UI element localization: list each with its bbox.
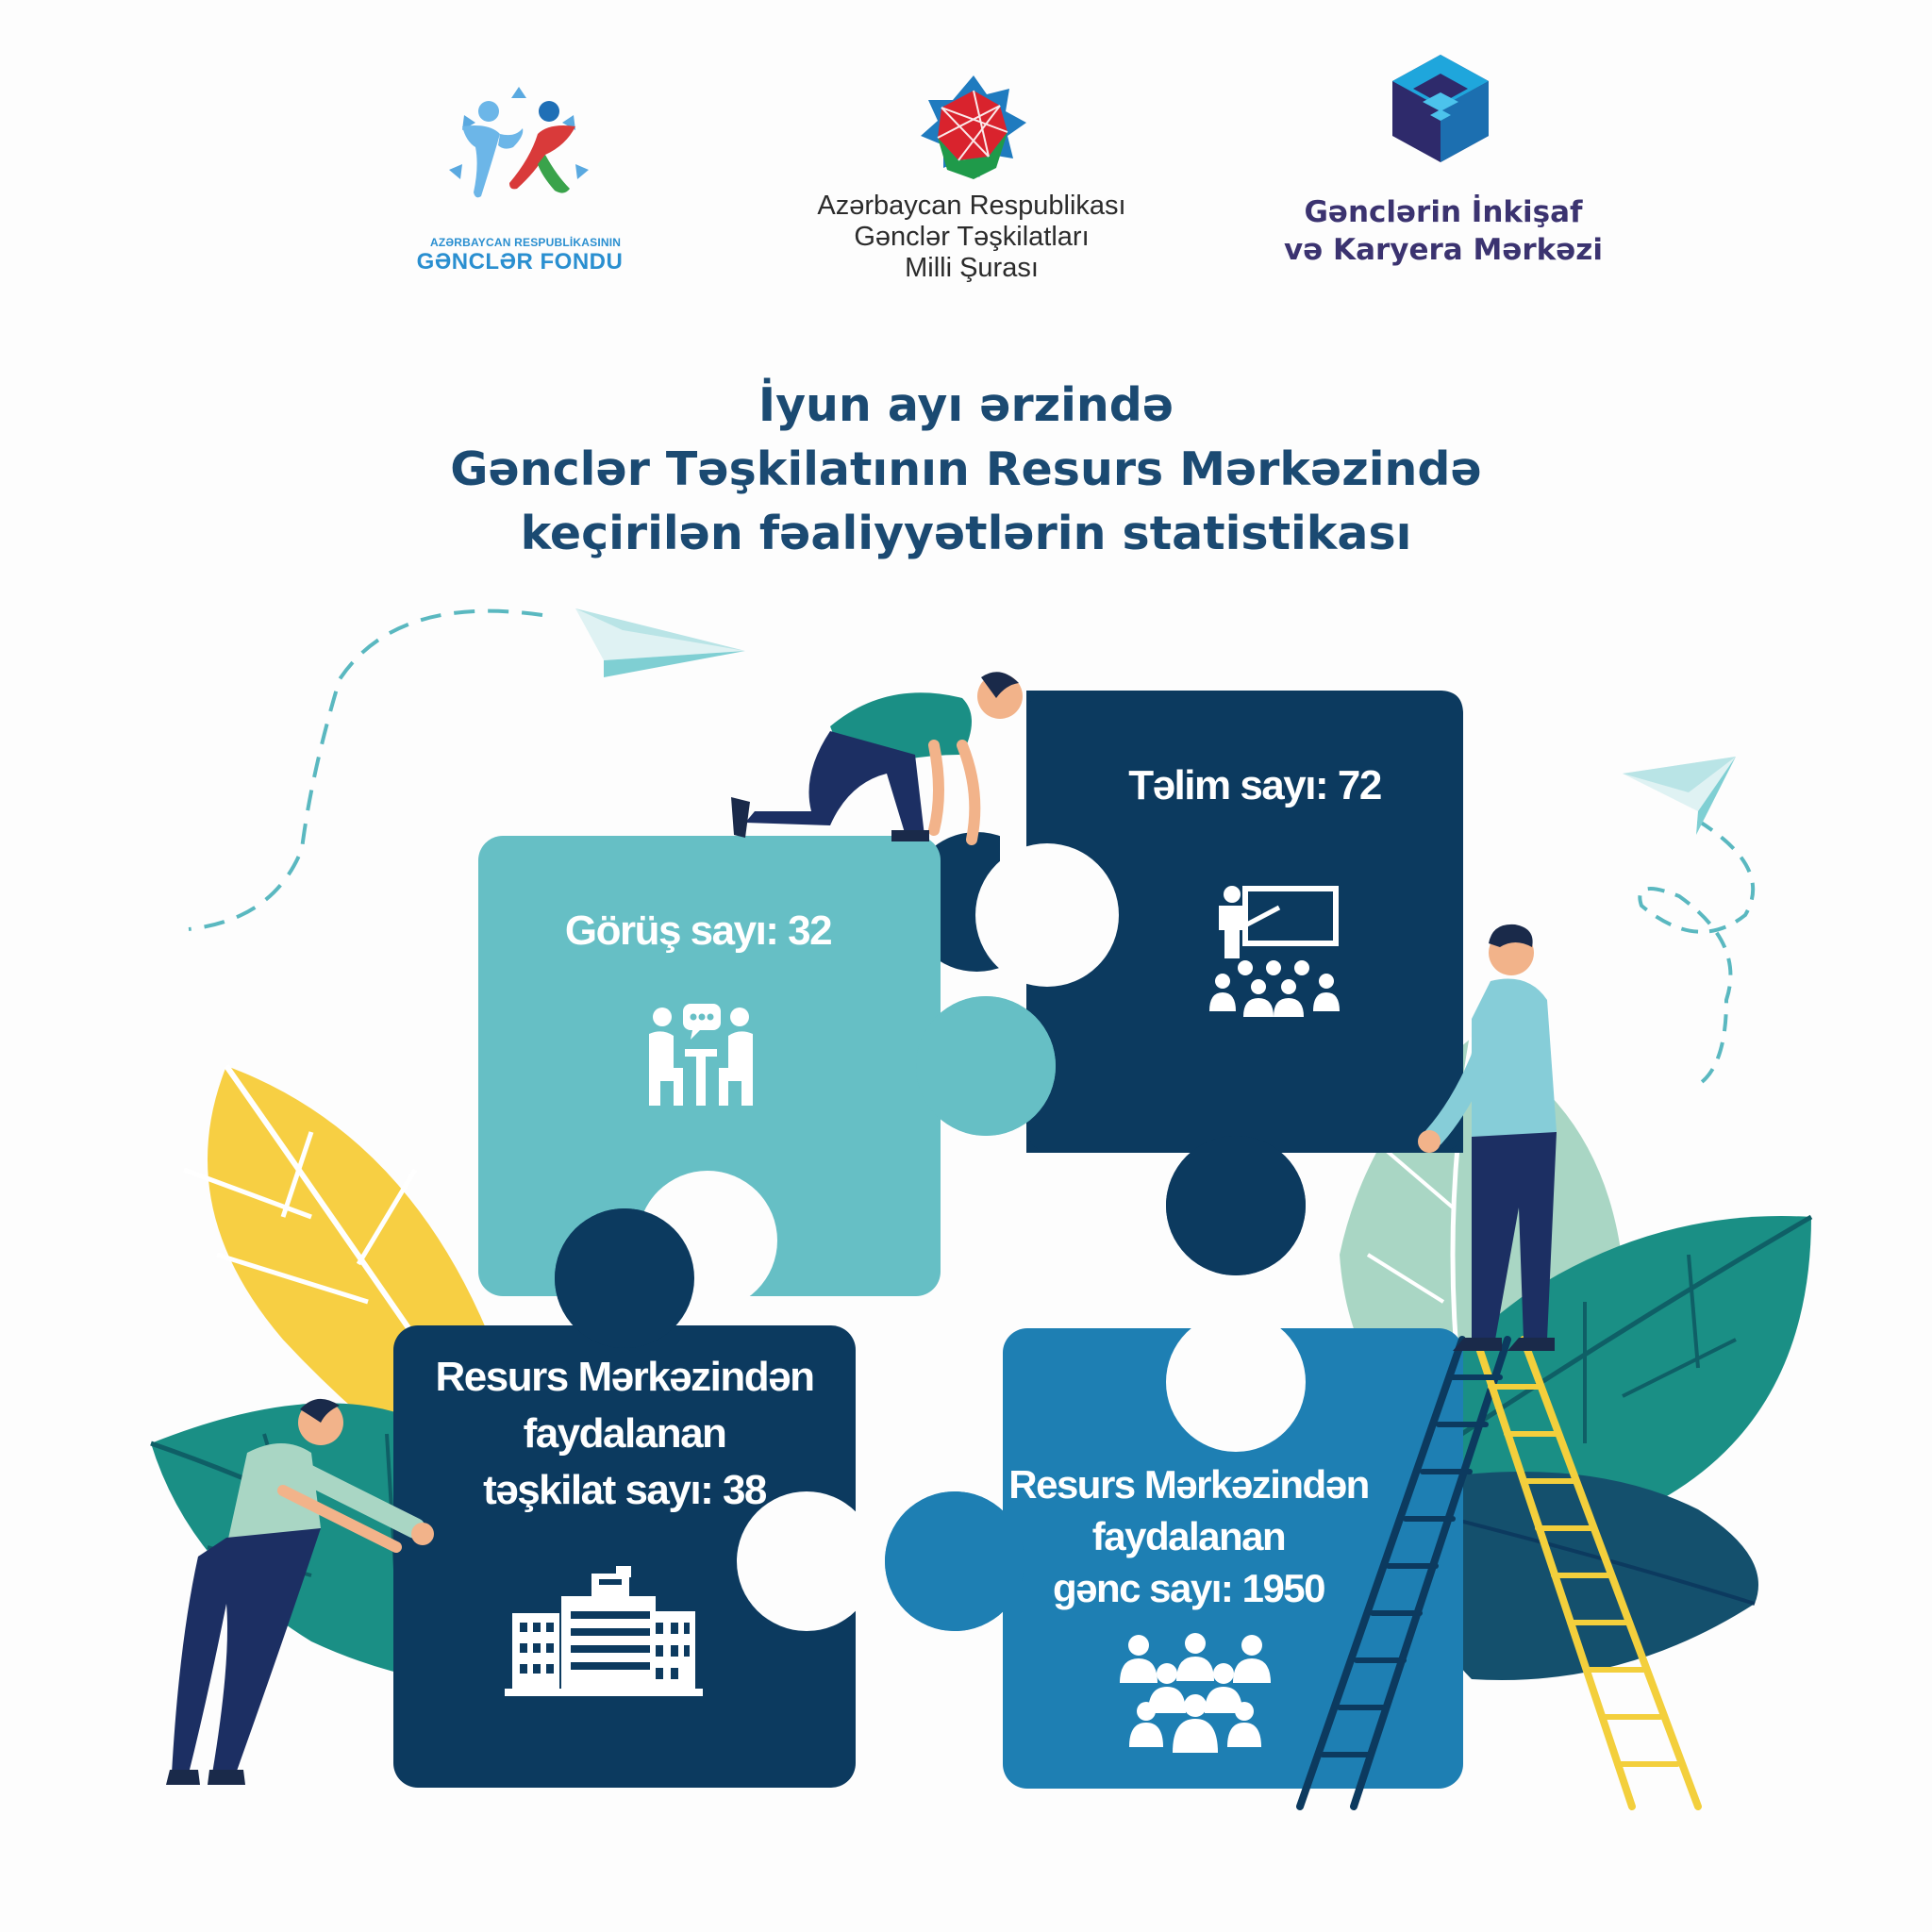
organizations-stat-line1: Resurs Mərkəzindən bbox=[435, 1354, 815, 1400]
paper-plane-icon-right bbox=[1623, 757, 1736, 835]
council-star-icon bbox=[921, 75, 1026, 179]
paper-plane-icon-left bbox=[575, 608, 745, 677]
crouching-man bbox=[731, 672, 1023, 845]
page-title: İyun ayı ərzində Gənclər Təşkilatının Re… bbox=[0, 374, 1932, 566]
pushing-man bbox=[166, 1398, 434, 1785]
youth-fund-name: GƏNCLƏR FONDU bbox=[416, 249, 624, 275]
trainings-stat: Təlim sayı: 72 bbox=[1128, 762, 1382, 808]
youth-fund-caption: AZƏRBAYCAN RESPUBLİKASININ bbox=[430, 236, 622, 249]
dashed-path-right bbox=[1638, 819, 1756, 1087]
dashed-path-left bbox=[188, 608, 543, 931]
puzzle-hole-youth bbox=[1166, 1312, 1306, 1452]
career-center-name-line1: Gənclərin İnkişaf bbox=[1304, 195, 1583, 229]
meetings-stat: Görüş sayı: 32 bbox=[564, 908, 833, 954]
council-name-line3: Milli Şurası bbox=[905, 253, 1039, 283]
title-line1: İyun ayı ərzində bbox=[758, 378, 1174, 432]
career-center-cube-icon bbox=[1392, 55, 1489, 162]
council-name-line1: Azərbaycan Respublikası bbox=[817, 191, 1126, 221]
youth-stat-line1: Resurs Mərkəzindən bbox=[1008, 1462, 1370, 1507]
title-line2: Gənclər Təşkilatının Resurs Mərkəzində bbox=[450, 442, 1482, 496]
council-name-line2: Gənclər Təşkilatları bbox=[854, 222, 1090, 252]
meeting-icon bbox=[649, 1004, 753, 1106]
people-icon bbox=[1120, 1633, 1271, 1753]
man-on-ladder bbox=[1418, 924, 1557, 1351]
youth-stat-line2: faydalanan bbox=[1091, 1514, 1287, 1558]
title-line3: keçirilən fəaliyyətlərin statistikası bbox=[520, 507, 1412, 560]
youth-fund-emblem-icon bbox=[449, 87, 589, 198]
organizations-stat-line2: faydalanan bbox=[523, 1410, 727, 1457]
youth-stat-line3: gənc sayı: 1950 bbox=[1052, 1566, 1326, 1610]
youth-stat: Resurs Mərkəzindən faydalanan gənc sayı:… bbox=[981, 1458, 1396, 1614]
building-icon bbox=[505, 1566, 703, 1696]
puzzle-hole-organizations bbox=[737, 1491, 876, 1631]
organizations-stat-line3: təşkilat sayı: 38 bbox=[483, 1467, 767, 1513]
training-icon bbox=[1209, 886, 1340, 1017]
career-center-name-line2: və Karyera Mərkəzi bbox=[1284, 233, 1603, 267]
organizations-stat: Resurs Mərkəzindən faydalanan təşkilat s… bbox=[393, 1349, 856, 1519]
ladder bbox=[1296, 1336, 1702, 1810]
